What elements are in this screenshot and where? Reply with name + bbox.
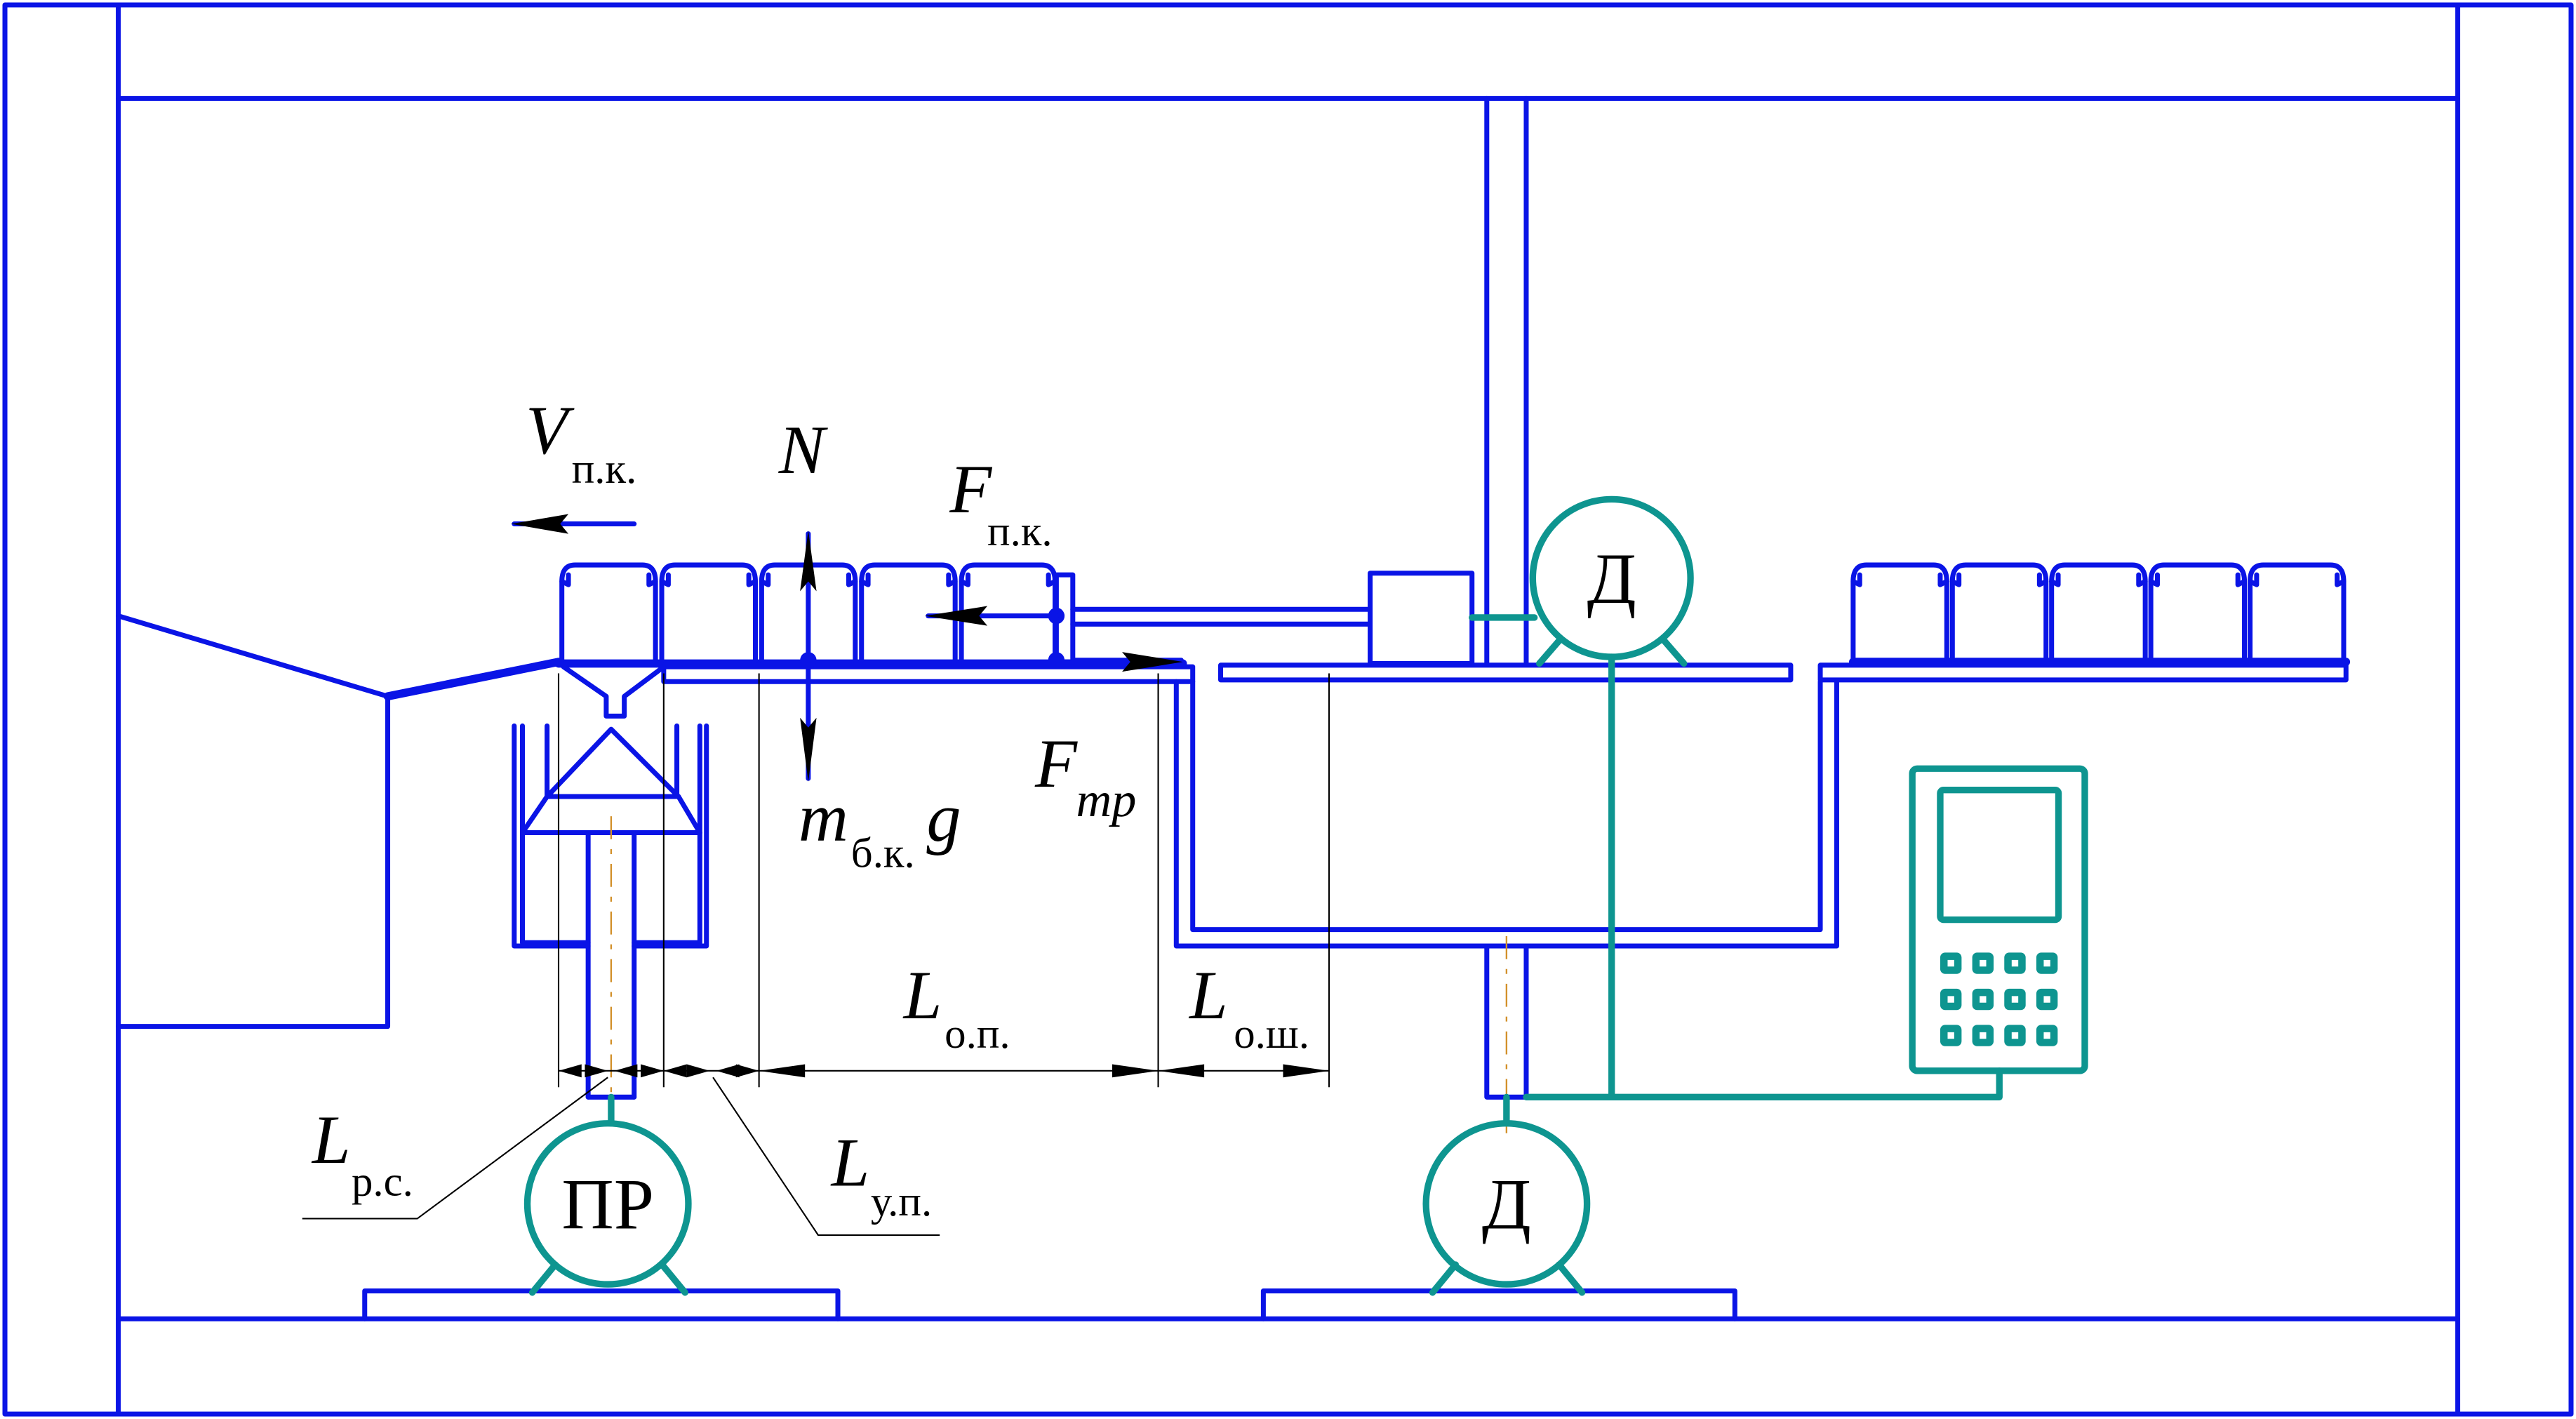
motor-top: Д xyxy=(1469,495,1694,667)
cup-lip xyxy=(659,572,671,587)
pusher-force-sub: п.к. xyxy=(987,508,1053,555)
length-up-label: L xyxy=(830,1125,870,1201)
keypad-key-center xyxy=(2043,1032,2050,1039)
cups-right xyxy=(1850,562,2347,663)
friction-force-label: F xyxy=(1034,726,1078,802)
cup-lip xyxy=(2136,572,2148,587)
keypad-key-center xyxy=(2011,996,2019,1003)
cup-lip xyxy=(1850,572,1862,587)
motor-bottom: Д xyxy=(1422,1093,1591,1296)
gravity-label: m xyxy=(799,780,848,856)
cup xyxy=(2049,562,2148,663)
dimension-lines xyxy=(302,673,1330,1236)
motor-bottom-label: Д xyxy=(1482,1165,1531,1245)
friction-arrowhead xyxy=(1122,652,1183,672)
cup-lip xyxy=(1046,572,1058,587)
length-osh-label: L xyxy=(1188,957,1228,1034)
keypad-key-center xyxy=(2043,996,2050,1003)
cup-lip xyxy=(2335,572,2347,587)
velocity-arrowhead xyxy=(511,514,569,534)
cup-lip xyxy=(559,572,571,587)
length-rs-label: L xyxy=(311,1102,351,1178)
keypad-key-center xyxy=(2011,1032,2019,1039)
length-up-sub: у.п. xyxy=(871,1178,932,1225)
cup xyxy=(2148,562,2248,663)
base-plates xyxy=(362,1288,1737,1321)
normal-force-label: N xyxy=(778,412,829,488)
cup xyxy=(659,562,758,663)
motor-top-label: Д xyxy=(1587,539,1636,619)
pusher xyxy=(800,571,1475,669)
keypad-key-center xyxy=(1947,959,1954,967)
cup xyxy=(559,562,658,663)
cup xyxy=(1850,562,1949,663)
converter-unit: ПР xyxy=(523,1093,692,1296)
length-osh-sub: о.ш. xyxy=(1234,1011,1309,1058)
cups-left xyxy=(559,562,1058,663)
pusher-force-label: F xyxy=(949,451,992,528)
cup-lip xyxy=(2235,572,2248,587)
cup xyxy=(859,562,958,663)
length-op-label: L xyxy=(902,957,942,1034)
length-op-sub: о.п. xyxy=(945,1011,1010,1058)
velocity-sub: п.к. xyxy=(572,446,637,493)
controller-panel xyxy=(1909,765,2088,1074)
cup-lip xyxy=(646,572,658,587)
keypad-key-center xyxy=(2011,959,2019,967)
infeed-chute xyxy=(116,613,563,1030)
cup-lip xyxy=(946,572,958,587)
converter-label: ПР xyxy=(561,1165,654,1245)
dosing-unit xyxy=(512,664,709,1117)
cup xyxy=(1949,562,2049,663)
force-arrows xyxy=(511,514,1184,782)
labels: V п.к. N F п.к. m б.к. g F mp L о.п. L о… xyxy=(311,392,1309,1225)
keypad xyxy=(1940,952,2058,1046)
gravity-suffix: g xyxy=(926,780,961,856)
cup-lip xyxy=(1937,572,1949,587)
cup-lip xyxy=(759,572,771,587)
cup-lip xyxy=(2148,572,2160,587)
keypad-key-center xyxy=(1947,996,1954,1003)
cup-lip xyxy=(2036,572,2049,587)
normal-arrowhead xyxy=(800,530,817,592)
pusher-force-arrowhead xyxy=(925,606,988,626)
keypad-key-center xyxy=(1980,959,1987,967)
velocity-label: V xyxy=(526,392,575,469)
lower-carriage xyxy=(1173,679,1839,949)
keypad-key-center xyxy=(1947,1032,1954,1039)
cup-lip xyxy=(859,572,871,587)
keypad-key-center xyxy=(2043,959,2050,967)
vertical-column xyxy=(1484,95,1529,666)
cup-lip xyxy=(1949,572,1962,587)
cup-lip xyxy=(2049,572,2061,587)
cup-lip xyxy=(846,572,858,587)
keypad-key-center xyxy=(1980,1032,1987,1039)
keypad-key-center xyxy=(1980,996,1987,1003)
control-wiring xyxy=(1523,653,2003,1100)
gravity-arrowhead xyxy=(800,717,817,782)
cup-lip xyxy=(959,572,970,587)
length-rs-sub: р.с. xyxy=(352,1159,413,1206)
gravity-sub: б.к. xyxy=(851,830,915,877)
cup-lip xyxy=(2247,572,2260,587)
cup xyxy=(2247,562,2347,663)
friction-force-sub: mp xyxy=(1076,773,1136,827)
cup-lip xyxy=(746,572,758,587)
